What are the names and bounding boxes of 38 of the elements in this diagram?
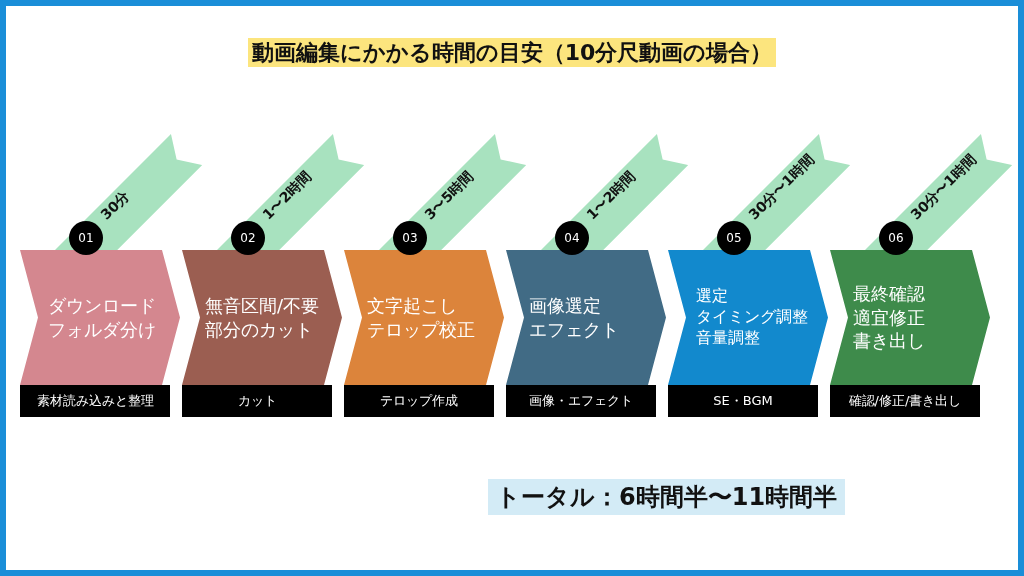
step-text: 無音区間/不要部分のカット	[205, 294, 321, 341]
duration-text: 1〜2時間	[583, 168, 639, 224]
duration-text: 1〜2時間	[259, 168, 315, 224]
step-number: 02	[240, 231, 256, 245]
label-bar	[182, 385, 332, 417]
label-bar	[830, 385, 980, 417]
step-label: 確認/修正/書き出し	[848, 392, 962, 410]
duration-text: 3〜5時間	[421, 168, 477, 224]
step-text: タイミング調整	[695, 307, 808, 328]
step-text: 最終確認	[853, 282, 925, 306]
step-label: テロップ作成	[380, 392, 458, 410]
step-text: 音量調整	[695, 327, 760, 349]
step-text: 選定	[695, 286, 728, 308]
total-time-text: トータル：6時間半〜11時間半	[488, 479, 846, 515]
step-number: 04	[564, 231, 580, 245]
duration-text: 30分〜1時間	[907, 151, 979, 224]
duration-text: 30分	[97, 188, 133, 224]
step-text: 画像選定	[529, 294, 601, 318]
step-text: ダウンロードフォルダ分け	[47, 294, 157, 341]
step-label: 画像・エフェクト	[529, 392, 633, 410]
step-text: テロップ校正	[367, 317, 475, 341]
title-text: 動画編集にかかる時間の目安（10分尺動画の場合）	[247, 38, 777, 67]
step-label: カット	[237, 392, 277, 410]
step-text: 適宜修正	[853, 305, 925, 330]
duration-text: 30分〜1時間	[745, 151, 817, 224]
step-text: 書き出し	[853, 329, 925, 353]
step-number: 05	[726, 231, 742, 245]
step-label: SE・BGM	[713, 392, 773, 410]
step-number: 01	[78, 231, 94, 245]
step-number: 03	[402, 231, 418, 245]
step-label: 素材読み込みと整理	[36, 392, 154, 410]
label-bar	[668, 385, 818, 417]
label-bar	[344, 385, 494, 417]
step-text: エフェクト	[529, 317, 619, 341]
step-number: 06	[888, 231, 904, 245]
label-bar	[20, 385, 170, 417]
label-bar	[506, 385, 656, 417]
step-text: 文字起こし	[367, 294, 457, 318]
